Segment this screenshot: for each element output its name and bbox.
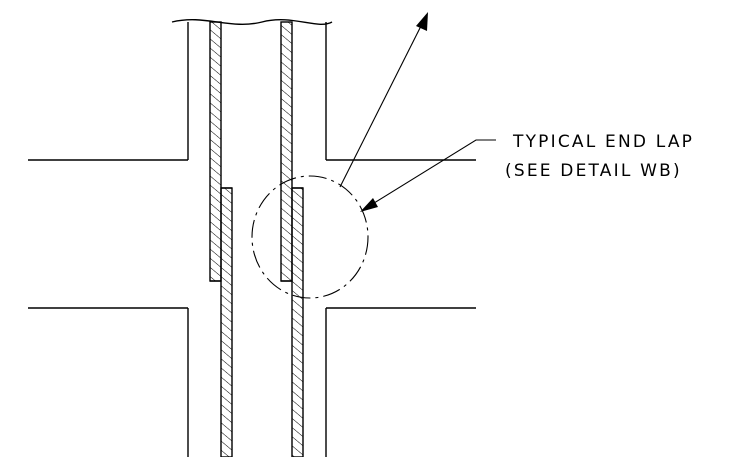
- left-lower-liner: [220, 187, 233, 457]
- callout-leader: [365, 139, 496, 209]
- callout-line-2: (SEE DETAIL WB): [505, 161, 682, 181]
- arrowhead-up: [416, 12, 428, 31]
- right-lower-liner: [291, 187, 304, 457]
- callout-line-1: TYPICAL END LAP: [512, 132, 694, 152]
- right-upper-liner: [280, 21, 293, 282]
- detail-circle: [251, 175, 369, 299]
- leader-line-up: [339, 19, 425, 188]
- top-break-line: [171, 18, 333, 26]
- left-upper-liner: [209, 21, 222, 282]
- arrowhead-callout: [360, 198, 378, 212]
